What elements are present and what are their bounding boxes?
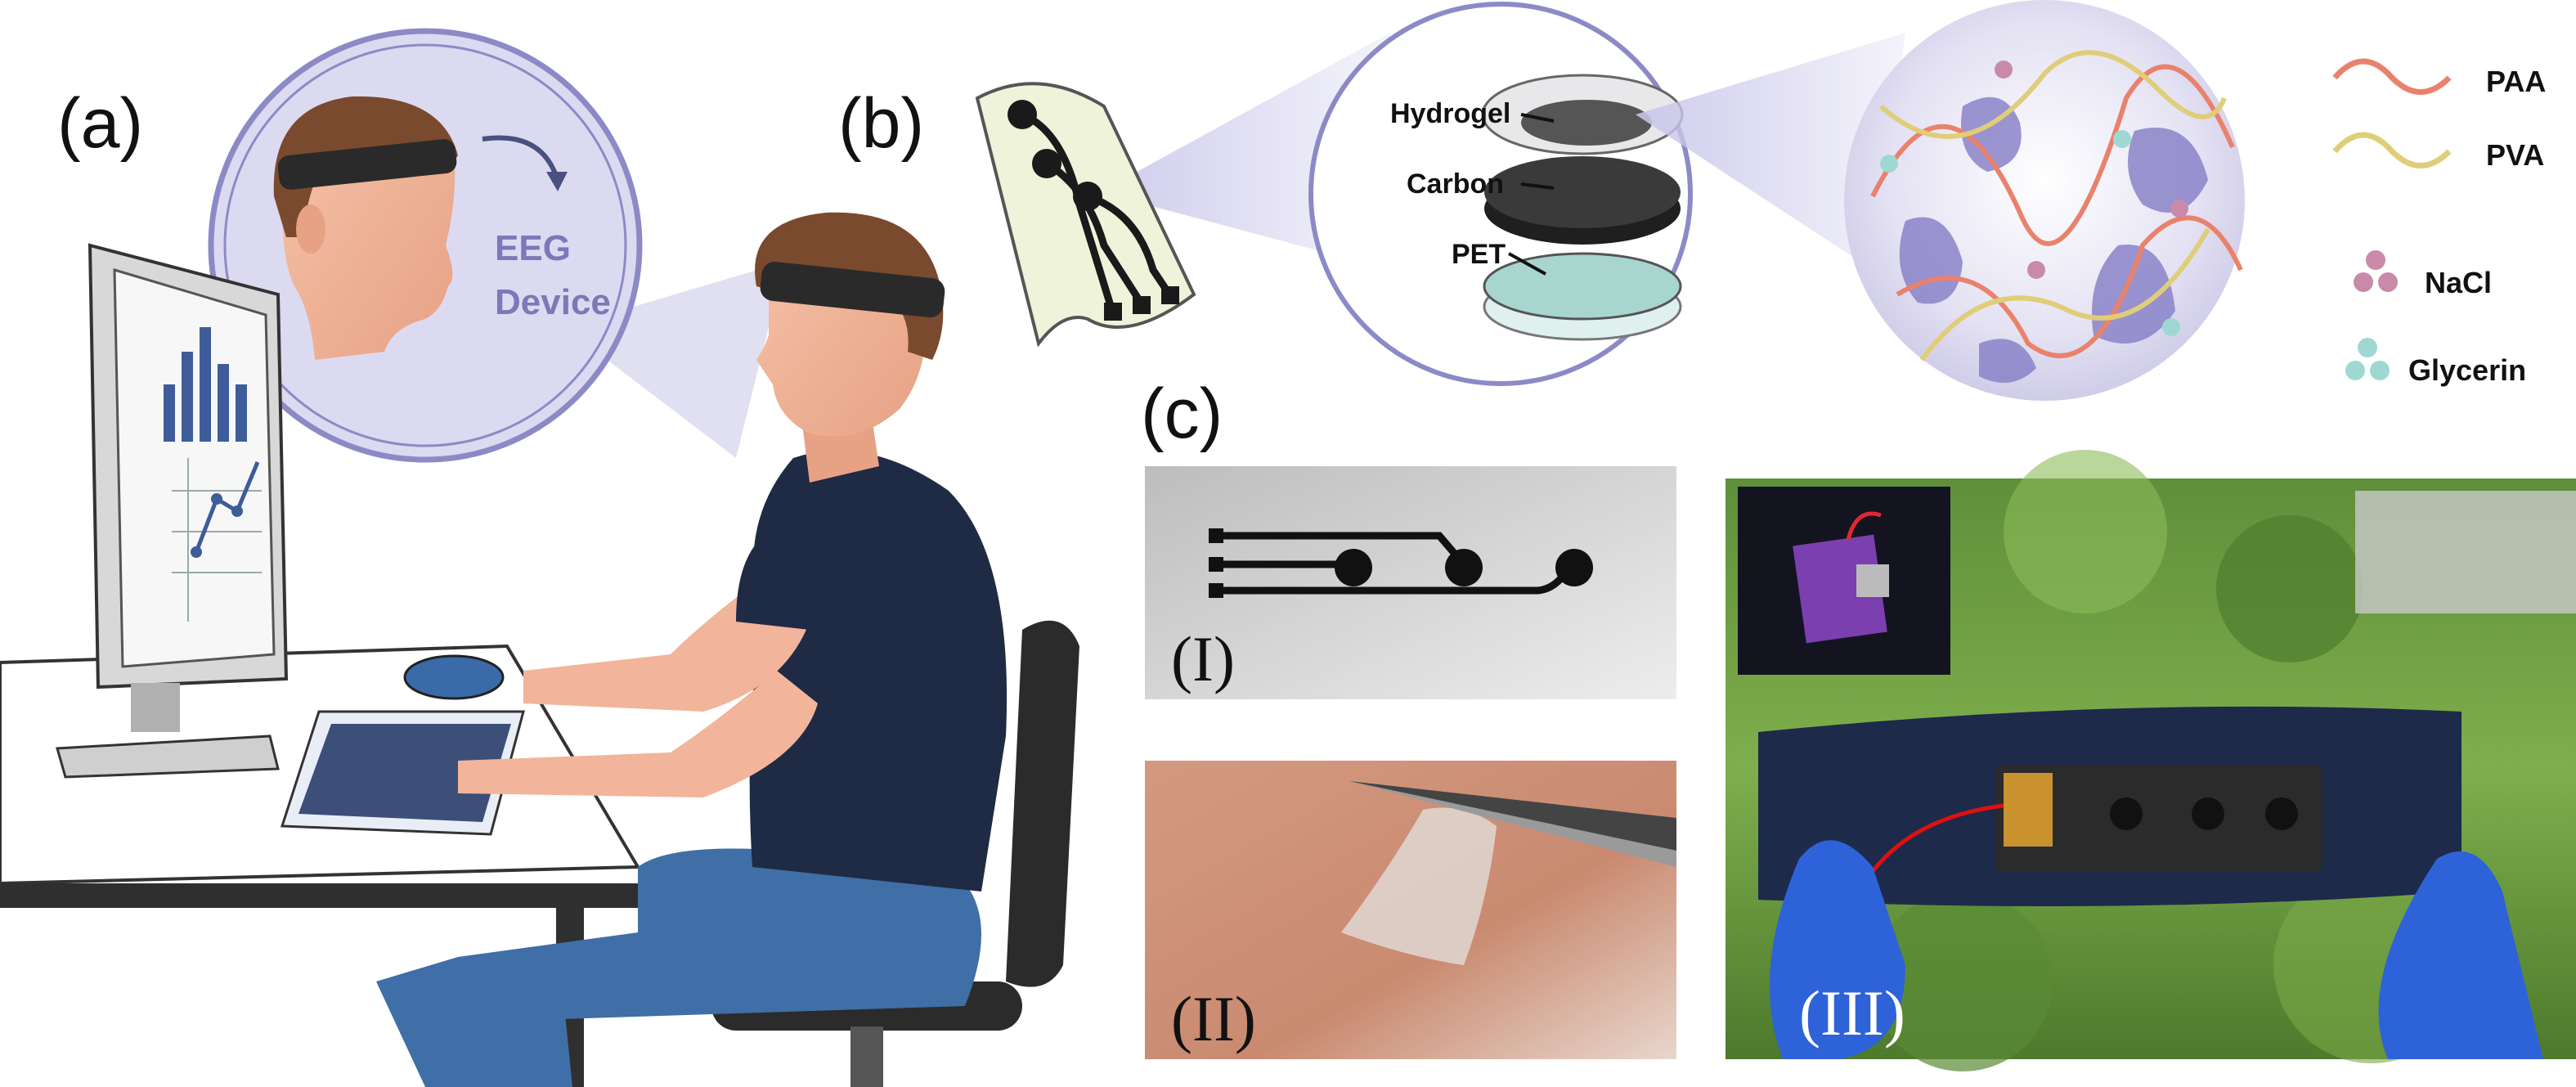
eeg-label-line2: Device [495, 282, 611, 322]
monitor-line-graph [172, 458, 262, 622]
hydrogel-network-sphere [1844, 0, 2245, 401]
photo-label-i: (I) [1171, 623, 1235, 694]
panel-a: (a) EEG Device [0, 28, 1079, 1087]
layer-label-carbon: Carbon [1407, 168, 1504, 200]
network-legend: PAA PVA NaCl Glycerin [2332, 58, 2546, 387]
legend-swatch-paa [2332, 58, 2452, 95]
legend-swatch-pva [2332, 132, 2452, 168]
legend-label-pva: PVA [2486, 138, 2544, 172]
monitor-bar-chart [164, 327, 247, 442]
legend-label-paa: PAA [2486, 65, 2546, 98]
photo-hydrogel-on-skin: (II) [1145, 761, 1676, 1059]
computer-monitor [56, 243, 289, 779]
inset-pcb-photo [1738, 487, 1950, 675]
flexible-electrode-patch [975, 82, 1196, 348]
layer-label-hydrogel: Hydrogel [1390, 98, 1510, 129]
panel-a-letter: (a) [57, 84, 143, 163]
eeg-label-line1: EEG [495, 228, 571, 268]
mouse [403, 654, 505, 700]
legend-swatch-nacl [2354, 250, 2398, 292]
photo-printed-electrodes: (I) [1145, 466, 1676, 699]
panel-c-letter: (c) [1141, 375, 1223, 453]
panel-b: (b) Hydrogel Carbon [838, 0, 2546, 401]
person-wearing-eeg-headband [376, 212, 1008, 1087]
legend-label-glycerin: Glycerin [2408, 353, 2526, 387]
photo-label-iii: (III) [1799, 977, 1905, 1049]
photo-eeg-headband: (III) [1726, 450, 2576, 1071]
photo-label-ii: (II) [1171, 983, 1256, 1054]
electrode-layer-stack: Hydrogel Carbon PET [1308, 2, 1693, 386]
eeg-headband [760, 262, 945, 318]
head-side-view [273, 96, 458, 361]
layer-label-pet: PET [1452, 239, 1506, 270]
panel-c: (c) (I) (II) [1141, 375, 2576, 1071]
zoom-cone-2 [1636, 33, 1905, 270]
legend-label-nacl: NaCl [2425, 266, 2492, 299]
eeg-callout-bubble: EEG Device [208, 28, 785, 463]
panel-b-letter: (b) [838, 84, 924, 163]
keyboard [280, 710, 525, 836]
legend-swatch-glycerin [2345, 338, 2390, 380]
